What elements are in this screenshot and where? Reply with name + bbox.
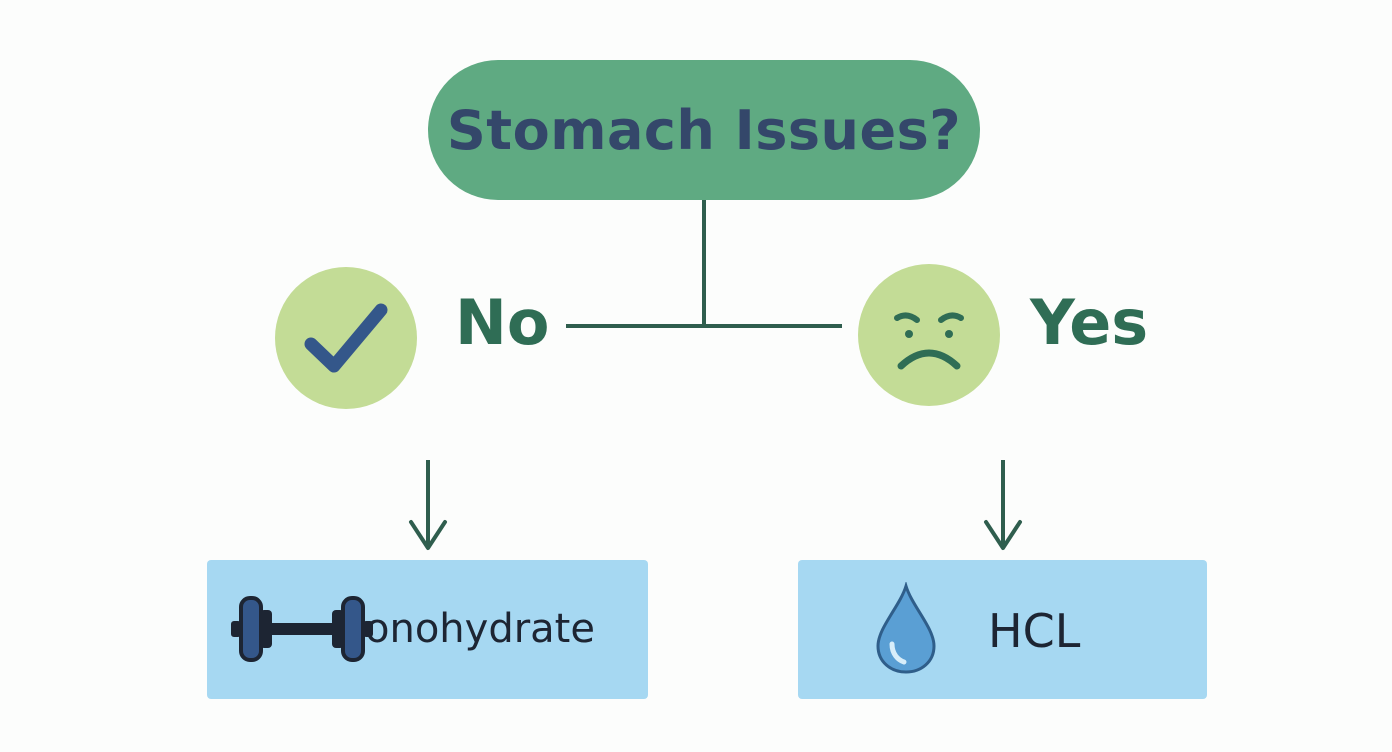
dumbbell-icon [231, 596, 373, 662]
checkmark-icon [304, 303, 388, 373]
yes-icon-circle [858, 264, 1000, 406]
hcl-result-box: HCL [798, 560, 1207, 699]
yes-label: Yes [1030, 286, 1149, 359]
sad-face-icon [894, 312, 964, 370]
no-arrow [409, 460, 447, 550]
monohydrate-label: onohydrate [365, 606, 595, 652]
monohydrate-result-box: onohydrate [207, 560, 648, 699]
question-node: Stomach Issues? [428, 60, 980, 200]
hcl-label: HCL [988, 604, 1081, 658]
no-icon-circle [275, 267, 417, 409]
question-title: Stomach Issues? [446, 98, 962, 162]
yes-arrow [984, 460, 1022, 550]
no-label: No [455, 286, 550, 359]
water-drop-icon [876, 582, 936, 674]
